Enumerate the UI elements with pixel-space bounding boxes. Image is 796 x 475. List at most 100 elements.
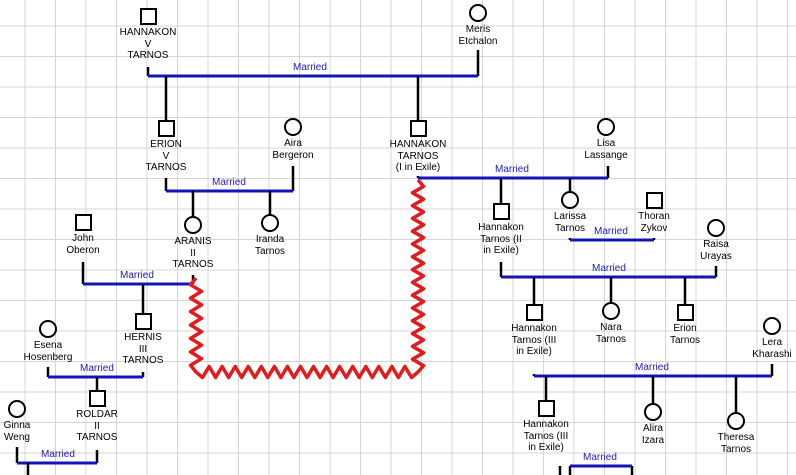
person-name-line: Tarnos [595, 333, 626, 345]
male-square-icon [409, 120, 427, 137]
person-name-line: Etchalon [458, 35, 498, 47]
person-name-line: Ginna [3, 420, 31, 431]
female-circle-icon [763, 317, 781, 335]
person-name-line: TARNOS [127, 50, 169, 61]
female-circle-icon [8, 400, 26, 418]
person-name-line: TARNOS [76, 432, 118, 443]
person-name-line: Lisa [596, 138, 616, 149]
highlight-zigzag-path [188, 178, 426, 380]
person-name-line: II [94, 420, 100, 432]
marriage-label: Married [212, 177, 246, 188]
male-square-icon [157, 120, 175, 137]
marriage-label: Married [293, 62, 327, 73]
person-name-line: Alira [642, 423, 663, 434]
person-name-line: Tarnos [720, 443, 751, 455]
marriage-label: Married [592, 263, 626, 274]
female-circle-icon [561, 191, 579, 209]
person-name-line: Iranda [255, 234, 285, 245]
marriage-label: Married [495, 164, 529, 175]
person-name-line: Tarnos [554, 222, 585, 234]
male-square-icon [139, 8, 157, 25]
person-name-line: in Exile) [528, 442, 564, 453]
person-name-line: ERION [150, 139, 182, 150]
person-name-line: Urayas [700, 250, 732, 262]
person-name-line: Tarnos [254, 245, 285, 257]
marriage-label: Married [41, 449, 75, 460]
person-name-line: Meris [465, 24, 491, 35]
person-name-line: V [162, 150, 170, 162]
person-name-line: II [190, 247, 196, 259]
person-name-line: Izara [641, 434, 665, 446]
person-name-line: Erion [673, 323, 697, 334]
person-name-line: Weng [4, 431, 30, 443]
person-name-line: III [138, 343, 148, 355]
person-name-line: Hannakon [523, 419, 569, 430]
female-circle-icon [39, 320, 57, 338]
female-circle-icon [597, 118, 615, 136]
female-circle-icon [184, 216, 202, 234]
person-name-line: Lera [761, 337, 782, 348]
female-circle-icon [707, 219, 725, 237]
male-square-icon [537, 400, 555, 417]
marriage-label: Married [583, 452, 617, 463]
person-name-line: Kharashi [752, 348, 792, 360]
person-name-line: in Exile) [483, 245, 519, 256]
person-name-line: Lassange [584, 149, 628, 161]
male-square-icon [134, 313, 152, 330]
marriage-label: Married [80, 363, 114, 374]
person-name-line: John [72, 233, 94, 244]
female-circle-icon [727, 412, 745, 430]
female-circle-icon [284, 118, 302, 136]
female-circle-icon [469, 4, 487, 22]
person-name-line: Raisa [703, 239, 729, 250]
person-name-line: ARANIS [174, 236, 212, 247]
person-name-line: Hosenberg [23, 351, 73, 363]
person-name-line: Tarnos (III [523, 430, 569, 442]
person-name-line: Larissa [553, 211, 587, 222]
person-name-line: in Exile) [516, 346, 552, 357]
male-square-icon [492, 203, 510, 220]
person-name-line: Zykov [640, 222, 668, 234]
